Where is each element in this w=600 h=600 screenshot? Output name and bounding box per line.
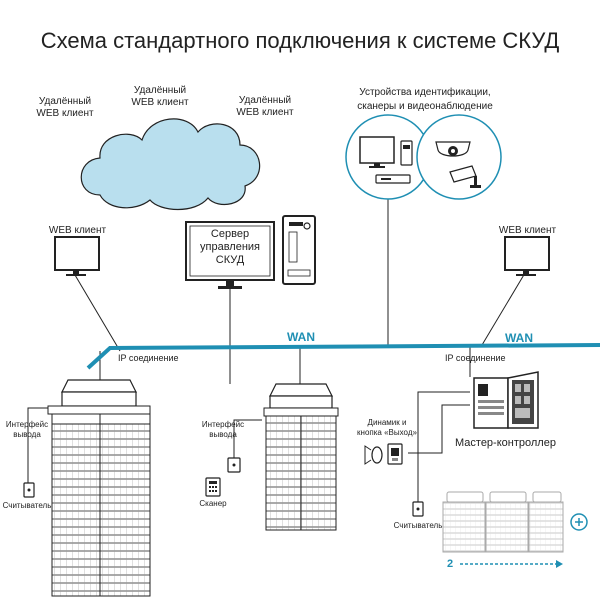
- devices-circle-left: [345, 114, 431, 200]
- web-client-label-left: WEB клиент: [48, 225, 107, 236]
- pc-tower-icon: [282, 215, 316, 285]
- plus-circle-icon: [570, 513, 588, 531]
- master-controller-label: Мастер-контроллер: [455, 437, 556, 449]
- monitor-icon-left: [54, 236, 100, 276]
- wan-line: [86, 343, 600, 370]
- connection-lines: [27, 196, 526, 510]
- turnstile-icon-middle: [263, 383, 339, 531]
- devices-circle-right: [416, 114, 502, 200]
- page-indicator[interactable]: 2: [447, 558, 454, 570]
- wan-label-1: WAN: [287, 330, 315, 344]
- arrow-right-icon: [460, 560, 563, 568]
- scanner-label: Сканер: [199, 499, 227, 508]
- cloud-icon: [80, 118, 261, 210]
- server-monitor-icon: [185, 221, 275, 289]
- devices-label: Устройства идентификации,сканеры и видео…: [357, 87, 493, 112]
- turnstile-group-icon: [442, 491, 564, 553]
- dome-camera-icon: [435, 141, 471, 157]
- web-client-label-right: WEB клиент: [498, 225, 557, 236]
- controller-cabinet-icon: [473, 371, 539, 429]
- diagram-title: Схема стандартного подключения к системе…: [40, 28, 560, 53]
- exit-button-icon: [387, 443, 403, 465]
- ip-label-1: IP соединение: [118, 353, 179, 363]
- bullet-camera-icon: [449, 165, 481, 188]
- reader-label-left: Считыватель: [2, 501, 52, 510]
- reader-icon-left: [23, 482, 35, 498]
- scanner-icon: [205, 457, 241, 497]
- reader-label-right: Считыватель: [393, 521, 443, 530]
- monitor-icon-right: [504, 236, 550, 276]
- ip-label-2: IP соединение: [445, 353, 506, 363]
- turnstile-icon-left: [47, 379, 151, 597]
- speaker-icon: [364, 445, 383, 465]
- wan-label-2: WAN: [505, 331, 533, 345]
- reader-icon-right: [412, 501, 424, 517]
